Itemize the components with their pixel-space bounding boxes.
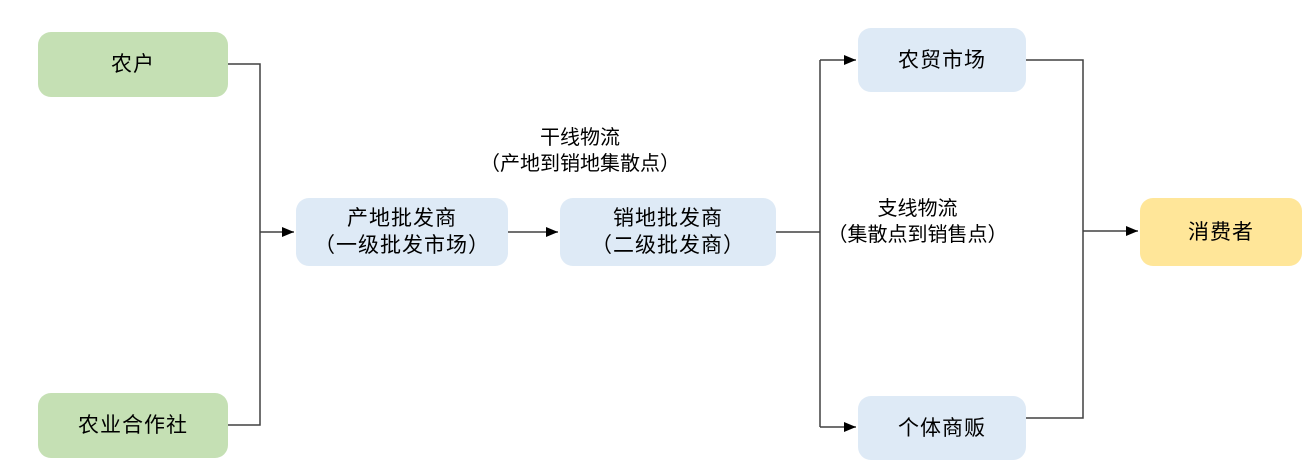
edge-label-branch-line2: （集散点到销售点）: [827, 224, 1008, 246]
edge-label-branch-logistics: 支线物流 （集散点到销售点）: [795, 196, 1040, 248]
edge-label-trunk-line2: （产地到销地集散点）: [480, 153, 680, 175]
edge-label-branch-line1: 支线物流: [877, 198, 958, 220]
node-agricultural-cooperative: 农业合作社: [38, 393, 228, 458]
node-farmers-market-label: 农贸市场: [898, 48, 986, 72]
connector-farmer-cooperative-junction: [228, 63, 261, 426]
node-consumer-label: 消费者: [1188, 220, 1254, 244]
node-origin-wholesaler-line1: 产地批发商: [347, 207, 457, 230]
node-individual-vendor: 个体商贩: [858, 396, 1026, 460]
edge-label-trunk-logistics: 干线物流 （产地到销地集散点）: [430, 125, 730, 177]
node-destination-wholesaler: 销地批发商 （二级批发商）: [560, 198, 776, 266]
node-origin-wholesaler-line2: （一级批发市场）: [314, 234, 490, 257]
node-consumer: 消费者: [1140, 198, 1302, 266]
node-origin-wholesaler: 产地批发商 （一级批发市场）: [296, 198, 508, 266]
node-destination-wholesaler-line1: 销地批发商: [613, 207, 723, 230]
node-destination-wholesaler-line2: （二级批发商）: [591, 234, 745, 257]
edge-label-trunk-line1: 干线物流: [540, 127, 620, 149]
node-farmers-market: 农贸市场: [858, 28, 1026, 92]
node-farmer: 农户: [38, 32, 228, 97]
node-farmer-label: 农户: [111, 53, 155, 76]
node-individual-vendor-label: 个体商贩: [898, 416, 986, 440]
node-cooperative-label: 农业合作社: [78, 414, 188, 437]
